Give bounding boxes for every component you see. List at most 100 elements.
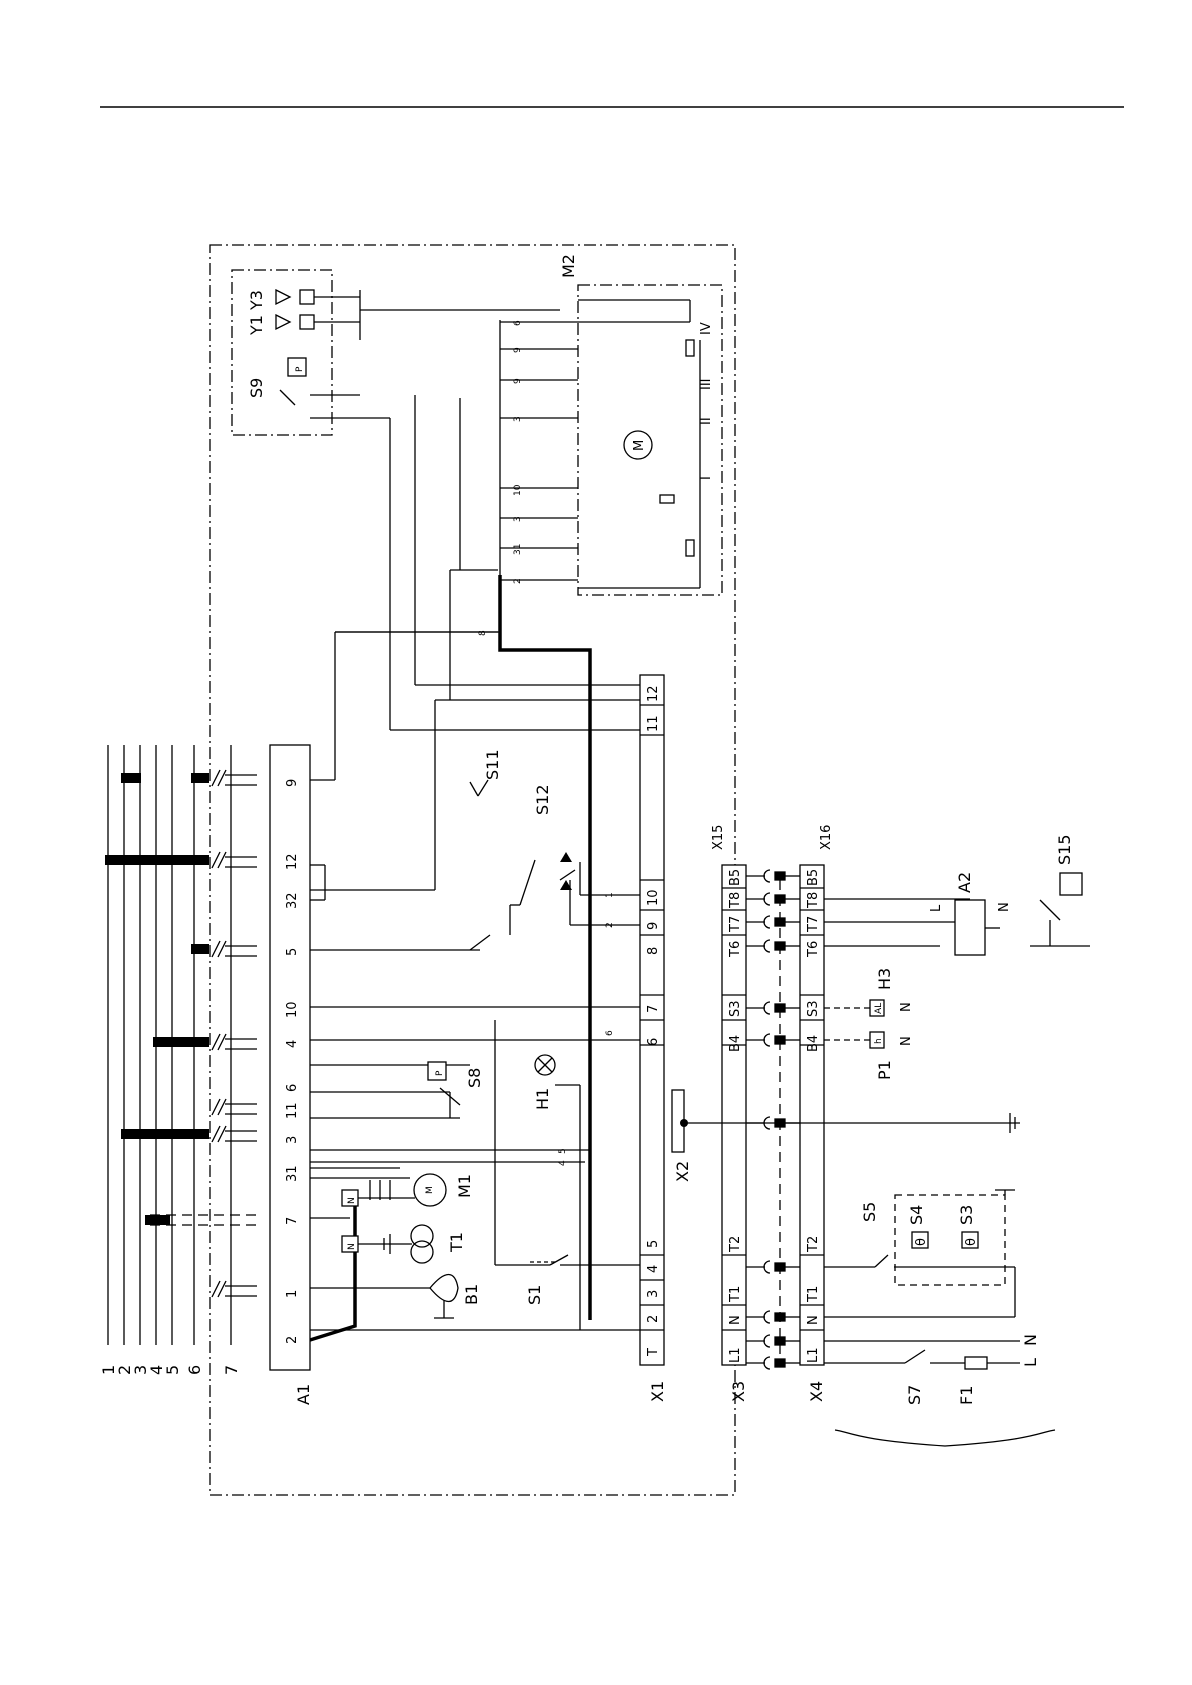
a2-l-label: L xyxy=(929,904,944,912)
bus-line-number: 7 xyxy=(222,1365,241,1375)
p1-label: P1 xyxy=(875,1060,894,1080)
cam-label: IV xyxy=(699,322,714,335)
s5-label: S5 xyxy=(860,1202,879,1222)
x4-terminal: L1 xyxy=(806,1347,821,1363)
x1-terminal: T xyxy=(646,1348,661,1357)
x4-terminal: N xyxy=(806,1315,821,1325)
x4-terminal: B5 xyxy=(806,869,821,886)
s11-switch xyxy=(470,780,488,796)
s7-label: S7 xyxy=(905,1385,924,1405)
x3-terminal: T2 xyxy=(728,1236,743,1253)
x3-terminal: T6 xyxy=(728,941,743,958)
wire-number: 31 xyxy=(513,544,523,555)
a1-terminal: 2 xyxy=(285,1336,300,1344)
wire-number: 8 xyxy=(478,630,488,636)
x4-terminal: T6 xyxy=(806,941,821,958)
s8-pressure-switch: P xyxy=(428,1062,460,1118)
s9-label: S9 xyxy=(247,378,266,398)
x3-terminal: T7 xyxy=(728,916,743,933)
s1-label: S1 xyxy=(525,1285,544,1305)
x4-terminal: T8 xyxy=(806,892,821,909)
a2-label: A2 xyxy=(955,872,974,893)
plug-connectors xyxy=(746,870,800,1369)
x15-label: X15 xyxy=(711,825,726,850)
x3-terminal: S3 xyxy=(728,1000,743,1017)
s1-switch xyxy=(495,1020,640,1265)
h1-label: H1 xyxy=(533,1088,552,1110)
x1-terminal: 6 xyxy=(646,1038,661,1046)
supply-brace xyxy=(835,1430,1055,1446)
a1-terminal: 7 xyxy=(285,1217,300,1225)
x1-label: X1 xyxy=(648,1381,667,1402)
wire-number: 3 xyxy=(513,516,523,522)
h3-al-glyph: AL xyxy=(874,1003,884,1014)
a1-terminal: 1 xyxy=(285,1290,300,1298)
a1-terminal: 11 xyxy=(285,1102,300,1119)
bus-line-number: 6 xyxy=(185,1365,204,1375)
t1-label: T1 xyxy=(447,1232,466,1253)
x3-terminal: T8 xyxy=(728,892,743,909)
x4-terminal: T2 xyxy=(806,1236,821,1253)
x1-terminal: 10 xyxy=(646,889,661,906)
a2-n-label: N xyxy=(997,902,1012,912)
x3-terminal: L1 xyxy=(728,1347,743,1363)
x4-terminal: B4 xyxy=(806,1035,821,1052)
wire-number: 2 xyxy=(513,578,523,584)
wire-number: 1 xyxy=(605,892,615,898)
m2-label: M2 xyxy=(559,254,578,278)
s9-pressure-switch: P xyxy=(280,358,390,418)
y1-y3-label: Y1 Y3 xyxy=(247,290,266,336)
s3-theta-glyph: θ xyxy=(964,1238,979,1246)
bus-line-numbers: 1 2 3 4 5 6 7 xyxy=(99,1365,241,1375)
s8-label: S8 xyxy=(465,1068,484,1088)
s12-label: S12 xyxy=(533,784,552,815)
cam-label: II xyxy=(699,417,714,425)
a1-terminal: 3 xyxy=(285,1136,300,1144)
wire-number: 2 xyxy=(605,922,615,928)
x16-label: X16 xyxy=(819,825,834,850)
s9-p-glyph: P xyxy=(295,366,305,372)
m1-fan-motor: N M xyxy=(342,1174,446,1206)
s15-label: S15 xyxy=(1055,834,1074,865)
x4-terminal: T7 xyxy=(806,916,821,933)
x1-terminal: 4 xyxy=(646,1265,661,1273)
bus-lines xyxy=(105,745,257,1345)
p1-n-label: N xyxy=(899,1036,914,1046)
m1-label: M1 xyxy=(455,1174,474,1198)
y1-y3-valves xyxy=(276,290,560,340)
a1-terminal: 12 xyxy=(285,853,300,870)
h3-label: H3 xyxy=(875,968,894,990)
x3-terminal: N xyxy=(728,1315,743,1325)
s4-theta-glyph: θ xyxy=(914,1238,929,1246)
x1-terminal: 11 xyxy=(646,715,661,732)
x1-terminal: 2 xyxy=(646,1315,661,1323)
m1-m-glyph: M xyxy=(425,1186,435,1194)
neutral-thick-wire xyxy=(500,575,590,1320)
x1-terminal: 12 xyxy=(646,685,661,702)
t1-fuse-label: N xyxy=(347,1243,357,1250)
m2-actuator: M xyxy=(500,300,700,590)
b1-ignition-electrode xyxy=(430,1275,458,1319)
x4-terminal: S3 xyxy=(806,1000,821,1017)
x1-terminal: 5 xyxy=(646,1240,661,1248)
a2-module xyxy=(824,899,1000,955)
supply-n-label: N xyxy=(1021,1334,1040,1346)
supply-l-label: L xyxy=(1021,1358,1040,1367)
x3-terminal: T1 xyxy=(728,1286,743,1303)
x1-terminal: 8 xyxy=(646,947,661,955)
x4-label: X4 xyxy=(807,1381,826,1402)
x1-terminal: 3 xyxy=(646,1290,661,1298)
cam-label: III xyxy=(699,378,714,390)
wire-number: 4 xyxy=(558,1160,568,1166)
p1-h-glyph: h xyxy=(874,1038,884,1044)
m1-fuse-label: N xyxy=(347,1197,357,1204)
b1-label: B1 xyxy=(462,1284,481,1305)
a1-terminal: 32 xyxy=(285,892,300,909)
wire-number: 6 xyxy=(605,1030,615,1036)
wire-number: 9 xyxy=(513,347,523,353)
x2-label: X2 xyxy=(673,1161,692,1182)
a1-terminal: 10 xyxy=(285,1001,300,1018)
s4-label: S4 xyxy=(907,1205,926,1225)
wire-number: 9 xyxy=(513,378,523,384)
